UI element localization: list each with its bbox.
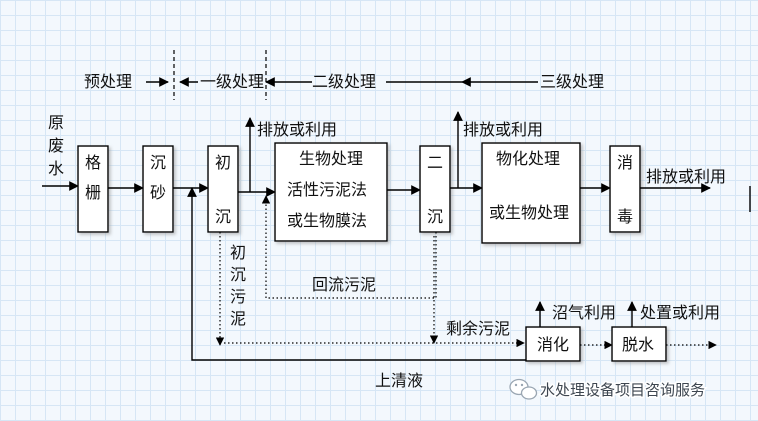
secondary-clarifier-box [419, 145, 451, 233]
final-discharge-label: 排放或利用 [646, 167, 726, 186]
primary-sludge-label: 泥 [230, 309, 246, 328]
screen-label: 格 [85, 153, 101, 172]
disinfect-label: 毒 [617, 207, 633, 226]
raw-water-label: 废 [48, 136, 64, 155]
supernatant-label: 上清液 [375, 371, 423, 390]
digestion-box [525, 326, 581, 362]
dewatering-box [611, 326, 667, 362]
disinfect-label: 消 [617, 153, 633, 172]
primary-sludge-label: 沉 [230, 265, 246, 284]
grit-label: 沉 [150, 153, 166, 172]
grit-box [142, 145, 174, 233]
raw-water-label: 水 [48, 159, 64, 178]
bio-label: 活性污泥法 [287, 180, 367, 199]
physchem-box [481, 142, 581, 244]
discharge-label: 排放或利用 [463, 120, 543, 139]
raw-water-label: 原 [48, 113, 64, 132]
return-sludge-label: 回流污泥 [312, 275, 376, 294]
physchem-label: 物化处理 [496, 149, 560, 168]
disposal-label: 处置或利用 [640, 303, 720, 322]
stage-header: 预处理 一级处理 二级处理 三级处理 [84, 50, 604, 100]
supernatant-line [187, 187, 526, 361]
screen-box [77, 145, 109, 233]
watermark: 水处理设备项目咨询服务 [509, 378, 707, 401]
wechat-icon [509, 378, 538, 400]
physchem-label: 或生物处理 [489, 203, 569, 222]
secondary-label: 二 [427, 153, 443, 172]
biogas-label: 沼气利用 [552, 303, 616, 322]
primary-sludge-label: 初 [230, 243, 246, 262]
bio-treatment-box [274, 142, 388, 242]
disinfection-box [609, 145, 641, 233]
excess-sludge-label: 剩余污泥 [446, 319, 510, 338]
watermark-text: 水处理设备项目咨询服务 [540, 381, 705, 399]
digest-label: 消化 [537, 335, 569, 354]
primary-label: 沉 [215, 207, 231, 226]
primary-sludge-label: 污 [230, 287, 246, 306]
bio-label: 生物处理 [299, 149, 363, 168]
discharge-label: 排放或利用 [257, 120, 337, 139]
screen-label: 栅 [85, 183, 101, 202]
stage-pre-label: 预处理 [84, 72, 132, 91]
primary-label: 初 [215, 153, 231, 172]
secondary-label: 沉 [427, 207, 443, 226]
primary-clarifier-box [207, 145, 239, 233]
stage-third-label: 三级处理 [540, 72, 604, 91]
stage-first-label: 一级处理 [200, 72, 264, 91]
dewater-label: 脱水 [622, 335, 654, 354]
return-sludge-line [261, 195, 437, 299]
grit-label: 砂 [150, 183, 166, 202]
bio-label: 或生物膜法 [287, 211, 367, 230]
stage-second-label: 二级处理 [312, 72, 376, 91]
